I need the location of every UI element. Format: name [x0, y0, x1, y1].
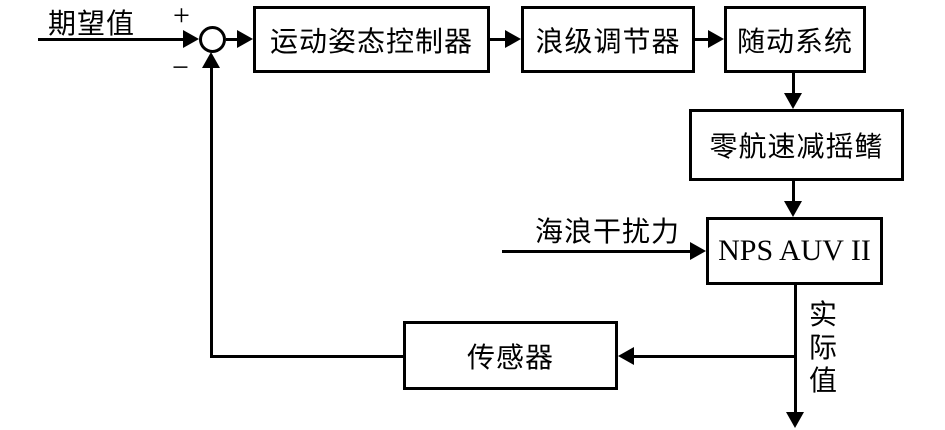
- connector-servo-to-fin: [792, 73, 795, 97]
- arrowhead-plant-top: [784, 201, 802, 217]
- block-servo-system: 随动系统: [724, 6, 866, 73]
- arrowhead-feedback: [202, 52, 220, 68]
- connector-input: [38, 38, 188, 41]
- arrowhead-input: [183, 30, 199, 48]
- connector-regulator-to-servo: [695, 38, 711, 41]
- connector-feedback-vertical: [210, 64, 213, 358]
- block-motion-attitude-controller: 运动姿态控制器: [253, 6, 490, 73]
- plus-sign: +: [173, 0, 190, 32]
- block-plant-nps-auv: NPS AUV II: [706, 217, 883, 285]
- block-sensor-label: 传感器: [466, 342, 554, 374]
- arrowhead-controller: [237, 30, 253, 48]
- connector-output: [794, 285, 797, 414]
- arrowhead-fin-stabilizer: [784, 93, 802, 109]
- block-sensor: 传感器: [403, 321, 618, 390]
- block-zero-speed-fin-stabilizer: 零航速减摇鳍: [689, 109, 904, 181]
- block-wave-level-regulator: 浪级调节器: [521, 6, 695, 73]
- connector-disturbance: [502, 250, 693, 253]
- arrowhead-disturbance: [690, 242, 706, 260]
- desired-value-label: 期望值: [48, 9, 136, 40]
- block-servo-system-label: 随动系统: [736, 26, 853, 58]
- block-motion-attitude-controller-label: 运动姿态控制器: [269, 26, 473, 58]
- connector-fin-to-plant: [792, 181, 795, 203]
- block-wave-level-regulator-label: 浪级调节器: [535, 26, 681, 58]
- arrowhead-sensor: [618, 347, 634, 365]
- minus-sign: −: [172, 51, 189, 84]
- arrowhead-output: [786, 412, 804, 428]
- actual-value-label: 实际值: [808, 300, 837, 397]
- connector-sum-to-controller: [226, 38, 242, 41]
- block-zero-speed-fin-stabilizer-label: 零航速减摇鳍: [709, 132, 884, 163]
- disturbance-label: 海浪干扰力: [535, 217, 681, 248]
- connector-feedback-horizontal: [210, 355, 403, 358]
- summing-junction: [199, 26, 226, 53]
- connector-controller-to-regulator: [490, 38, 508, 41]
- arrowhead-servo: [708, 30, 724, 48]
- connector-output-to-sensor: [632, 355, 797, 358]
- block-plant-nps-auv-label: NPS AUV II: [718, 234, 871, 267]
- arrowhead-regulator: [505, 30, 521, 48]
